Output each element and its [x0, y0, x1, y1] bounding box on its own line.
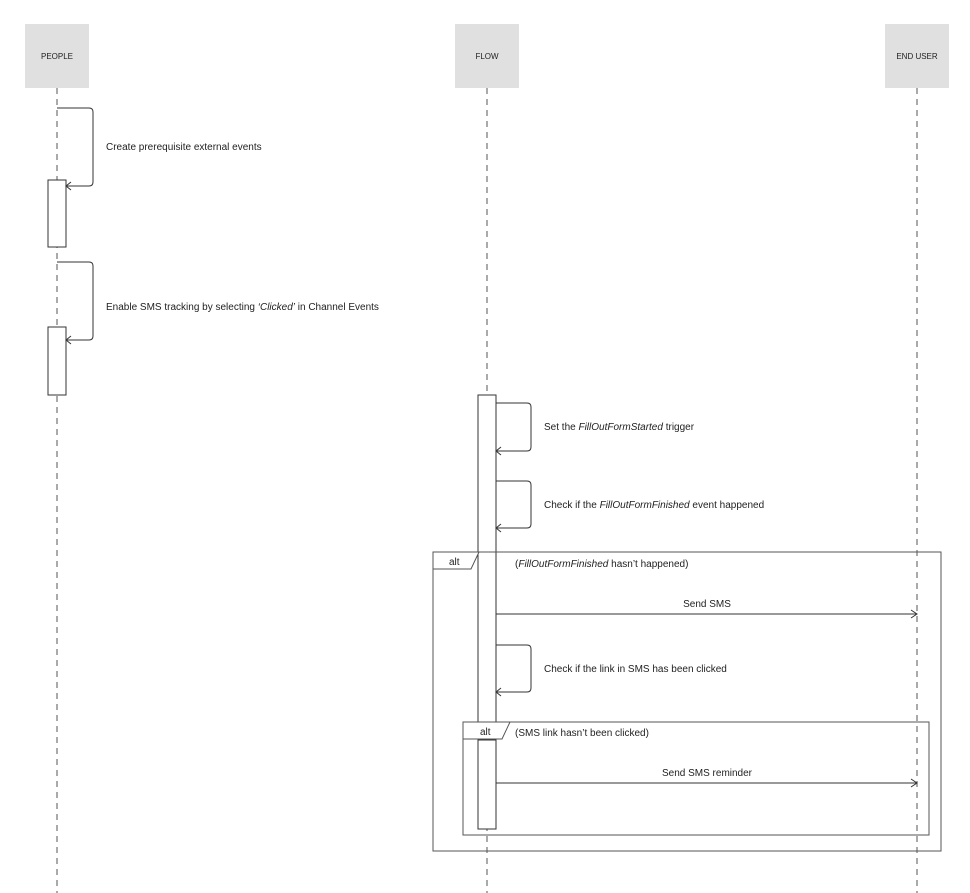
message-check-link-label: Check if the link in SMS has been clicke…: [544, 664, 727, 675]
arrow-head-icon: [495, 523, 502, 533]
message-create-events-line: [57, 107, 94, 187]
message-text-italic: ‘Clicked’: [258, 302, 296, 313]
fragment-alt-inner-frame: [462, 721, 930, 836]
participant-flow-box: [455, 24, 519, 88]
message-check-link: Check if the link in SMS has been clicke…: [495, 644, 727, 697]
fragment-alt-outer-operator: alt: [449, 557, 460, 568]
arrow-head-icon: [495, 446, 502, 456]
message-send-sms-label: Send SMS: [683, 599, 731, 610]
arrow-head-icon: [910, 778, 918, 788]
participant-people: PEOPLE: [25, 24, 89, 88]
activation-flow-inner: [477, 739, 497, 830]
participant-people-label: PEOPLE: [41, 52, 73, 61]
fragment-alt-outer-guard: (FillOutFormFinished hasn’t happened): [515, 559, 688, 570]
message-create-events: Create prerequisite external events: [57, 107, 262, 191]
message-send-sms: Send SMS: [496, 599, 918, 619]
message-text-part: trigger: [663, 422, 695, 433]
fragment-alt-inner: alt (SMS link hasn’t been clicked): [462, 721, 930, 836]
message-check-finished: Check if the FillOutFormFinished event h…: [495, 480, 764, 533]
arrow-head-icon: [910, 609, 918, 619]
arrow-head-icon: [65, 181, 72, 191]
participant-people-box: [25, 24, 89, 88]
participant-flow: FLOW: [455, 24, 519, 88]
message-check-finished-label: Check if the FillOutFormFinished event h…: [544, 500, 764, 511]
message-text-part: event happened: [690, 500, 765, 511]
message-text-part: Enable SMS tracking by selecting: [106, 302, 258, 313]
fragment-alt-outer: alt (FillOutFormFinished hasn’t happened…: [432, 551, 942, 852]
fragment-alt-inner-operator: alt: [480, 727, 491, 738]
message-set-trigger-line: [496, 402, 532, 452]
message-send-reminder: Send SMS reminder: [496, 768, 918, 788]
message-enable-sms-label: Enable SMS tracking by selecting ‘Clicke…: [106, 302, 379, 313]
arrow-head-icon: [65, 335, 72, 345]
fragment-alt-outer-frame: [432, 551, 942, 852]
message-text-italic: FillOutFormFinished: [600, 500, 690, 511]
fragment-alt-outer-tab: [432, 551, 480, 570]
arrow-head-icon: [495, 687, 502, 697]
message-set-trigger-label: Set the FillOutFormStarted trigger: [544, 422, 695, 433]
activation-people-1: [47, 179, 67, 248]
message-create-events-label: Create prerequisite external events: [106, 142, 262, 153]
message-send-reminder-label: Send SMS reminder: [662, 768, 753, 779]
guard-text-italic: FillOutFormFinished: [518, 559, 608, 570]
message-check-finished-line: [496, 480, 532, 529]
fragment-alt-inner-guard: (SMS link hasn’t been clicked): [515, 728, 649, 739]
message-text-part: in Channel Events: [295, 302, 379, 313]
message-text-part: Check if the: [544, 500, 600, 511]
activation-people-2: [47, 326, 67, 396]
message-enable-sms-line: [57, 261, 94, 341]
message-text-part: Set the: [544, 422, 578, 433]
message-check-link-line: [496, 644, 532, 693]
participant-end-user-box: [885, 24, 949, 88]
message-text-italic: FillOutFormStarted: [578, 422, 663, 433]
guard-text-part: (: [515, 559, 519, 570]
message-enable-sms: Enable SMS tracking by selecting ‘Clicke…: [57, 261, 379, 345]
fragment-alt-inner-tab: [462, 721, 511, 740]
message-set-trigger: Set the FillOutFormStarted trigger: [495, 402, 695, 456]
participant-flow-label: FLOW: [475, 52, 499, 61]
guard-text-part: hasn’t happened): [608, 559, 688, 570]
participant-end-user-label: END USER: [896, 52, 938, 61]
participant-end-user: END USER: [885, 24, 949, 88]
